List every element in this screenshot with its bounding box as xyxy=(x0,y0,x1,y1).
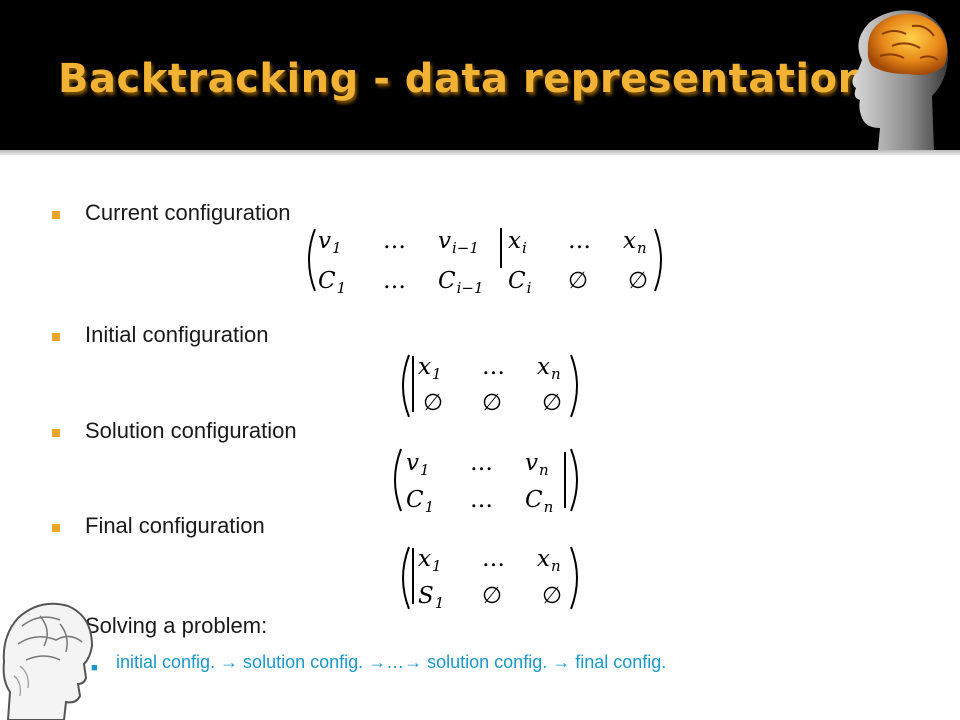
matrix-ellipsis: … xyxy=(470,450,493,476)
empty-set: ∅ xyxy=(423,390,444,416)
matrix-cell: x1 xyxy=(418,354,442,383)
matrix-ellipsis: … xyxy=(482,546,505,572)
bullet-marker xyxy=(52,211,60,219)
separator-bar xyxy=(500,228,502,268)
separator-bar xyxy=(564,452,566,508)
matrix-ellipsis: … xyxy=(568,228,591,254)
matrix-ellipsis: … xyxy=(383,228,406,254)
title-divider xyxy=(0,150,960,155)
separator-bar xyxy=(412,548,414,604)
left-paren xyxy=(308,228,316,292)
right-paren xyxy=(654,228,662,292)
right-paren xyxy=(570,546,578,610)
sub-bullet-sequence: initial config. → solution config. →…→ s… xyxy=(116,652,667,672)
slide-title: Backtracking - data representation xyxy=(58,56,867,102)
bullet-marker xyxy=(52,524,60,532)
matrix-cell: vi−1 xyxy=(438,228,479,257)
matrix-cell: S1 xyxy=(418,583,445,612)
matrix-cell: vn xyxy=(525,450,549,479)
bullet-current-configuration: Current configuration xyxy=(85,200,291,225)
empty-set: ∅ xyxy=(628,268,649,294)
matrix-cell: xn xyxy=(623,228,647,257)
matrix-cell: xn xyxy=(537,546,561,575)
empty-set: ∅ xyxy=(542,390,563,416)
bullet-final-configuration: Final configuration xyxy=(85,513,265,538)
bullet-marker xyxy=(52,333,60,341)
matrix-cell: Ci xyxy=(508,268,532,297)
matrix-cell: x1 xyxy=(418,546,442,575)
matrix-cell: xi xyxy=(508,228,527,257)
matrix-cell: Cn xyxy=(525,487,554,516)
empty-set: ∅ xyxy=(542,583,563,609)
bullet-initial-configuration: Initial configuration xyxy=(85,322,269,347)
matrix-ellipsis: … xyxy=(482,354,505,380)
title-bar xyxy=(0,0,960,150)
bullet-solution-configuration: Solution configuration xyxy=(85,418,297,443)
matrix-cell: v1 xyxy=(406,450,430,479)
bullet-marker xyxy=(52,429,60,437)
right-paren xyxy=(570,354,578,418)
brain-head-icon xyxy=(852,10,948,150)
separator-bar xyxy=(412,356,414,412)
matrix-cell: C1 xyxy=(406,487,435,516)
matrix-cell: xn xyxy=(537,354,561,383)
matrix-ellipsis: … xyxy=(470,487,493,513)
matrix-cell: Ci−1 xyxy=(438,268,484,297)
empty-set: ∅ xyxy=(482,583,503,609)
sub-bullet-marker: ■ xyxy=(91,662,98,674)
left-paren xyxy=(394,448,402,512)
matrix-cell: v1 xyxy=(318,228,342,257)
empty-set: ∅ xyxy=(482,390,503,416)
empty-set: ∅ xyxy=(568,268,589,294)
left-paren xyxy=(402,354,410,418)
right-paren xyxy=(570,448,578,512)
left-paren xyxy=(402,546,410,610)
head-sketch-icon xyxy=(2,602,94,720)
matrix-cell: C1 xyxy=(318,268,347,297)
bullet-solving-a-problem: Solving a problem: xyxy=(85,613,268,638)
matrix-ellipsis: … xyxy=(383,268,406,294)
